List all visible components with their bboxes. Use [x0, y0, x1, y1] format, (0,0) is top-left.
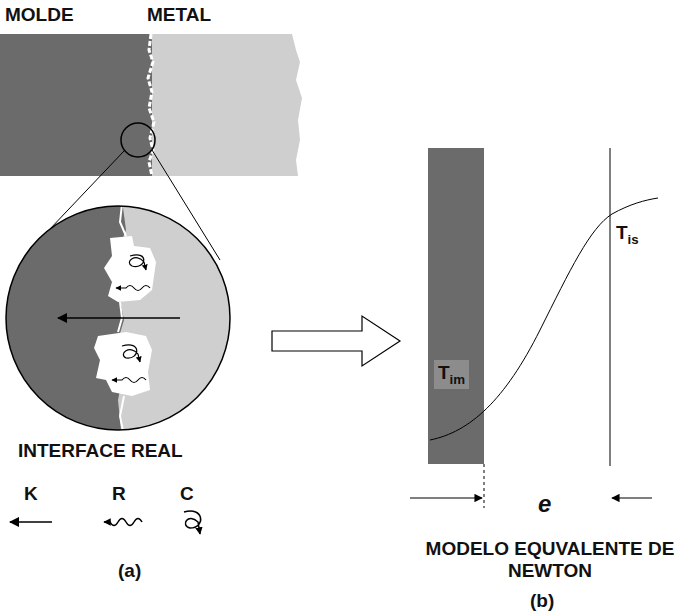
mode-symbol: K: [24, 483, 38, 505]
temperature-profile: [430, 198, 658, 440]
interface-detail: [0, 200, 240, 440]
conduction-arrow: [58, 317, 180, 319]
mode-symbol: C: [180, 483, 194, 505]
gap-label: e: [538, 490, 551, 518]
interface-line: [148, 34, 154, 176]
convection-symbol: [184, 511, 201, 534]
temperature-label: Tis: [616, 222, 639, 247]
figure-label: INTERFACE REAL: [18, 440, 183, 462]
conduction-symbol: [10, 521, 52, 523]
zoom-outline: [6, 206, 230, 430]
metal-surface-line: [610, 148, 611, 466]
gap-arrow: [410, 497, 482, 498]
metal-block: [152, 34, 302, 176]
panel-label: (a): [118, 560, 141, 582]
gap-arrow: [612, 497, 652, 498]
part-name: METAL: [147, 4, 211, 26]
gap-mark: [484, 464, 485, 508]
radiation-arrow: [116, 286, 150, 291]
convection-arrow: [122, 345, 140, 362]
temperature-label: Tim: [434, 360, 469, 389]
radiation-symbol: [104, 519, 142, 526]
transition-arrow: [272, 316, 400, 366]
panel-title: MODELO EQUVALENTE DE NEWTON: [405, 538, 695, 582]
mold-wall: [428, 148, 484, 464]
mode-symbol: R: [112, 483, 126, 505]
zoom-circle: [121, 123, 155, 157]
part-name: MOLDE: [5, 4, 74, 26]
convection-arrow: [129, 255, 146, 270]
panel-label: (b): [530, 590, 554, 612]
radiation-arrow: [112, 378, 146, 383]
